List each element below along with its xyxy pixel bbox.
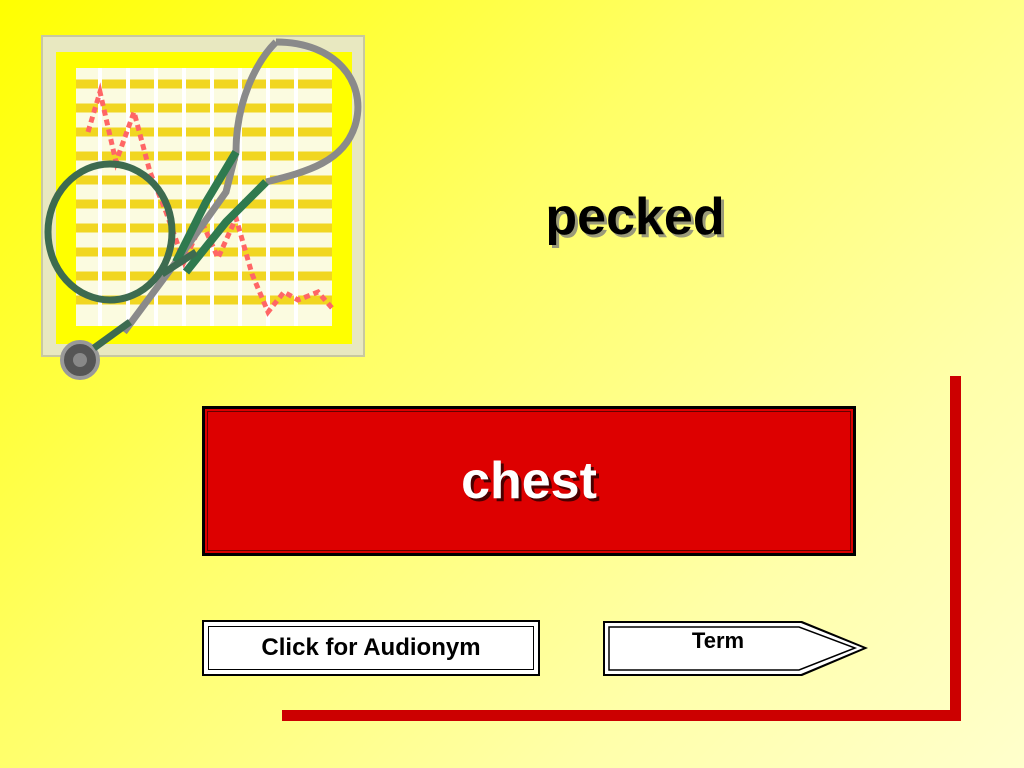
frame-border-bottom xyxy=(282,710,961,721)
word-title: pecked xyxy=(545,188,725,246)
term-button[interactable]: Term xyxy=(602,620,872,678)
frame-border-right xyxy=(950,376,961,718)
term-button-label: Term xyxy=(691,628,745,653)
audionym-button-label: Click for Audionym xyxy=(208,626,534,670)
arrow-right-icon xyxy=(603,621,868,676)
answer-text: chest xyxy=(461,452,597,510)
audionym-button[interactable]: Click for Audionym xyxy=(202,620,540,676)
answer-box: chest xyxy=(202,406,856,556)
stethoscope-chart-icon xyxy=(36,22,376,392)
